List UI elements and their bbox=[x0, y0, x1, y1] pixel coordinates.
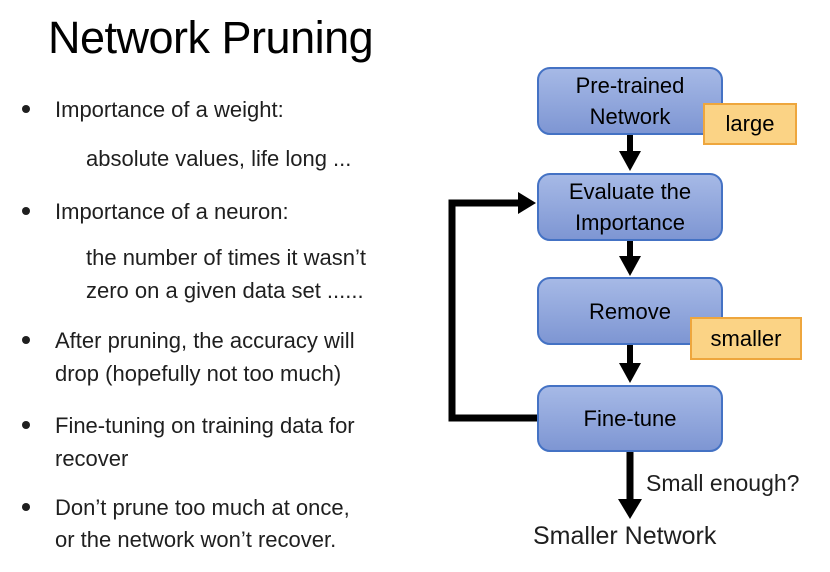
bullet-text: After pruning, the accuracy will bbox=[55, 328, 355, 353]
sub-text: zero on a given data set ...... bbox=[86, 278, 364, 303]
bullet-cont-dont-prune: or the network won’t recover. bbox=[55, 527, 336, 553]
bullet-item-neuron: Importance of a neuron: bbox=[22, 199, 289, 225]
tag-label: large bbox=[725, 111, 775, 136]
bullet-item-dont-prune: Don’t prune too much at once, bbox=[22, 495, 350, 521]
bullet-item-weight: Importance of a weight: bbox=[22, 97, 284, 123]
tag-label: smaller bbox=[710, 325, 782, 351]
node-label-line: Remove bbox=[589, 298, 671, 324]
sub-line-neuron-2: zero on a given data set ...... bbox=[86, 278, 364, 304]
flow-node-finetune: Fine-tune bbox=[537, 385, 723, 452]
size-tag-smaller: smaller bbox=[690, 317, 802, 360]
bullet-text: Importance of a weight: bbox=[55, 97, 284, 122]
arrowhead-loop-evaluate bbox=[518, 192, 536, 214]
arrowhead-finetune-result bbox=[618, 499, 642, 519]
page-title: Network Pruning bbox=[48, 12, 374, 63]
bullet-icon bbox=[22, 105, 30, 113]
node-label-line: Importance bbox=[574, 210, 686, 235]
bullet-text: Importance of a neuron: bbox=[55, 199, 289, 224]
bullet-item-accuracy: After pruning, the accuracy will bbox=[22, 328, 355, 354]
bullet-cont-finetuning: recover bbox=[55, 446, 128, 472]
loop-finetune-evaluate bbox=[448, 199, 537, 422]
flowchart-arrows bbox=[448, 134, 642, 519]
bullet-text: or the network won’t recover. bbox=[55, 527, 337, 552]
small-enough-label: Small enough? bbox=[646, 470, 800, 496]
bullet-text: drop (hopefully not too much) bbox=[55, 361, 342, 386]
sub-text: absolute values, life long ... bbox=[86, 146, 352, 171]
bullet-text: recover bbox=[55, 446, 129, 471]
bullet-icon bbox=[22, 207, 30, 215]
arrowhead-evaluate-remove bbox=[619, 256, 641, 276]
sub-text: the number of times it wasn’t bbox=[86, 245, 367, 270]
bullet-text: Fine-tuning on training data for bbox=[55, 413, 355, 438]
sub-line-neuron-1: the number of times it wasn’t bbox=[86, 245, 366, 271]
bullet-icon bbox=[22, 336, 30, 344]
node-label-line: Evaluate the bbox=[568, 179, 692, 204]
smaller-network-label: Smaller Network bbox=[533, 522, 717, 550]
arrowhead-remove-finetune bbox=[619, 363, 641, 383]
size-tag-large: large bbox=[703, 103, 797, 145]
flow-node-evaluate-importance: Evaluate the Importance bbox=[537, 173, 723, 241]
bullet-cont-accuracy: drop (hopefully not too much) bbox=[55, 361, 341, 387]
node-label-line: Fine-tune bbox=[583, 406, 677, 431]
flow-node-pretrained-network: Pre-trained Network bbox=[537, 67, 723, 135]
node-label-line: Network bbox=[589, 104, 671, 129]
bullet-item-finetuning: Fine-tuning on training data for bbox=[22, 413, 355, 439]
bullet-text: Don’t prune too much at once, bbox=[55, 495, 350, 520]
arrowhead-pretrained-evaluate bbox=[619, 151, 641, 171]
bullet-icon bbox=[22, 421, 30, 429]
sub-line-weight: absolute values, life long ... bbox=[86, 146, 351, 172]
node-label-line: Pre-trained bbox=[575, 73, 685, 98]
bullet-icon bbox=[22, 503, 30, 511]
